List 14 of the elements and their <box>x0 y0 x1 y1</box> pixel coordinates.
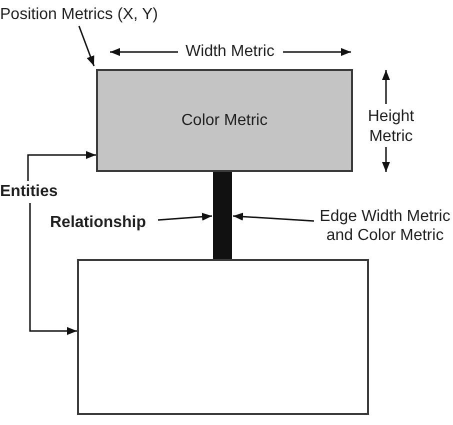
callout-label: Entities <box>0 182 62 202</box>
entity-box <box>77 259 369 415</box>
connector-arrow <box>27 151 96 181</box>
connector-arrow <box>29 203 77 335</box>
box-label: Color Metric <box>181 110 268 130</box>
entity-box <box>96 69 353 172</box>
leader-line <box>158 212 212 221</box>
leader-line <box>78 26 95 66</box>
dimension-label: Width Metric <box>184 42 276 62</box>
leader-line <box>232 212 314 222</box>
callout-label: Edge Width Metric and Color Metric <box>317 207 453 245</box>
callout-label: Relationship <box>50 212 156 234</box>
dimension-label: Height Metric <box>366 107 416 147</box>
callout-label: Position Metrics (X, Y) <box>0 5 168 25</box>
